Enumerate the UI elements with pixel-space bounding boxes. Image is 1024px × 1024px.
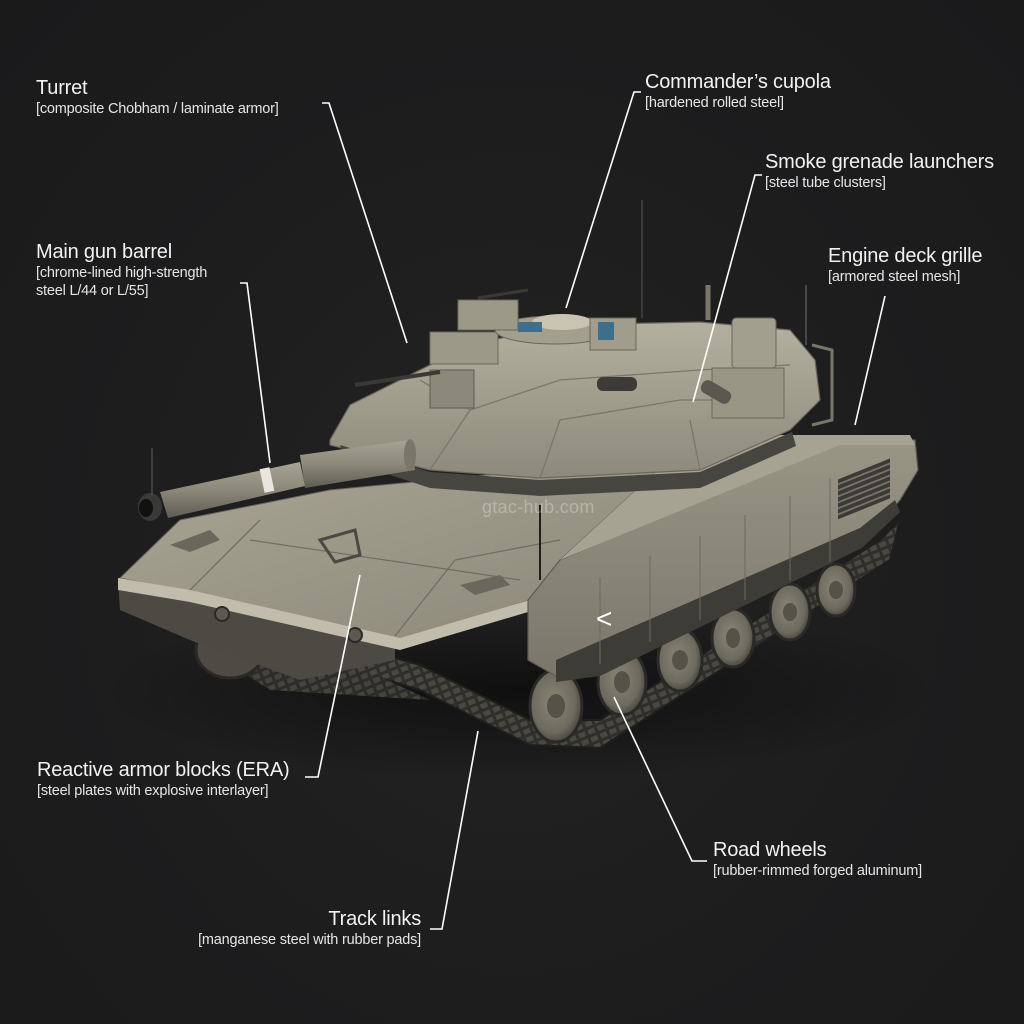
leader-main-gun xyxy=(240,282,271,464)
callout-commanders-cupola: Commander’s cupola [hardened rolled stee… xyxy=(645,70,831,112)
callout-engine-deck-grille: Engine deck grille [armored steel mesh] xyxy=(828,244,982,286)
callout-material: [rubber-rimmed forged aluminum] xyxy=(713,863,922,879)
callout-title: Main gun barrel xyxy=(36,241,172,263)
leader-smoke-launchers xyxy=(692,174,762,403)
callout-title: Commander’s cupola xyxy=(645,71,831,93)
leader-commanders-cupola xyxy=(565,91,641,309)
callout-material: [steel plates with explosive interlayer] xyxy=(37,783,269,799)
hull-marking: < xyxy=(596,603,612,634)
leader-reactive-armor xyxy=(305,574,361,778)
engine-grille-icon xyxy=(838,458,890,520)
leader-engine-grille xyxy=(854,295,886,426)
callout-material: [hardened rolled steel] xyxy=(645,95,784,111)
leader-road-wheels xyxy=(613,696,707,862)
leader-turret xyxy=(322,102,408,344)
callout-smoke-grenade-launchers: Smoke grenade launchers [steel tube clus… xyxy=(765,150,994,192)
leader-track-links xyxy=(430,730,479,930)
callout-material: [armored steel mesh] xyxy=(828,269,961,285)
road-wheel-icon xyxy=(815,562,857,618)
callout-title: Road wheels xyxy=(713,839,827,861)
callout-road-wheels: Road wheels [rubber-rimmed forged alumin… xyxy=(713,838,922,880)
watermark: gtac-hub.com xyxy=(482,497,595,517)
callout-title: Smoke grenade launchers xyxy=(765,151,994,173)
callout-material: [manganese steel with rubber pads] xyxy=(198,932,421,948)
callout-material: [chrome-lined high-strength xyxy=(36,265,208,281)
callout-main-gun-barrel: Main gun barrel [chrome-lined high-stren… xyxy=(36,240,207,300)
callout-title: Track links xyxy=(328,908,421,930)
callout-title: Reactive armor blocks (ERA) xyxy=(37,759,290,781)
leader-lines xyxy=(240,91,886,930)
main-gun xyxy=(138,439,416,521)
callout-material-line2: steel L/44 or L/55] xyxy=(36,283,149,299)
road-wheel-icon xyxy=(710,607,756,669)
road-wheel-icon xyxy=(528,668,584,744)
smoke-launcher-icon xyxy=(597,377,732,404)
callout-reactive-armor: Reactive armor blocks (ERA) [steel plate… xyxy=(37,758,290,800)
callout-turret: Turret [composite Chobham / laminate arm… xyxy=(36,76,279,118)
road-wheels-group xyxy=(194,562,857,744)
hull: < xyxy=(118,435,919,682)
road-wheel-icon xyxy=(768,582,812,642)
callout-material: [steel tube clusters] xyxy=(765,175,886,191)
turret xyxy=(329,200,834,496)
callout-material: [composite Chobham / laminate armor] xyxy=(36,101,279,117)
callout-title: Turret xyxy=(36,77,88,99)
callout-title: Engine deck grille xyxy=(828,245,983,267)
callout-track-links: Track links [manganese steel with rubber… xyxy=(198,907,421,949)
